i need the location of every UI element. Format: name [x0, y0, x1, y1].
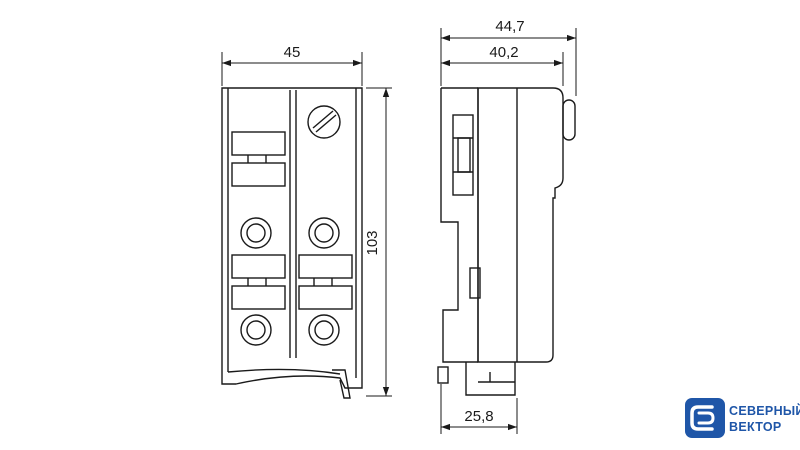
- dimension-height-label: 103: [364, 230, 381, 255]
- logo-text-line2: ВЕКТОР: [729, 420, 782, 434]
- side-rail-outline: [440, 87, 478, 363]
- front-dimensions: [221, 52, 392, 397]
- m12-connector-icon: [308, 314, 340, 346]
- screw-icon: [307, 105, 341, 139]
- front-housing-outline: [221, 87, 363, 389]
- side-rail-clip: [452, 114, 474, 196]
- side-housing-outline: [477, 87, 564, 363]
- m12-connector-icon: [240, 217, 272, 249]
- front-bottom-curve: [227, 368, 341, 375]
- m12-connector-icon: [308, 217, 340, 249]
- side-bottom-feet: [437, 362, 516, 396]
- dimension-width-label: 45: [284, 44, 301, 61]
- label-block-middle-right: [298, 254, 353, 310]
- side-view: [437, 87, 576, 396]
- side-slot: [469, 267, 481, 299]
- dimension-rail-depth-label: 25,8: [464, 408, 493, 425]
- logo-text-line1: СЕВЕРНЫЙ: [729, 403, 800, 418]
- front-view: [221, 87, 363, 399]
- label-block-middle-left: [231, 254, 286, 310]
- dimension-body-depth-label: 40,2: [489, 44, 518, 61]
- logo: СЕВЕРНЫЙ ВЕКТОР: [685, 398, 800, 438]
- dimension-total-depth-label: 44,7: [495, 18, 524, 35]
- side-dimensions: [440, 28, 577, 434]
- label-block-top: [231, 131, 286, 187]
- side-connector-stub: [562, 99, 576, 141]
- front-bottom-latch: [332, 369, 351, 399]
- m12-connector-icon: [240, 314, 272, 346]
